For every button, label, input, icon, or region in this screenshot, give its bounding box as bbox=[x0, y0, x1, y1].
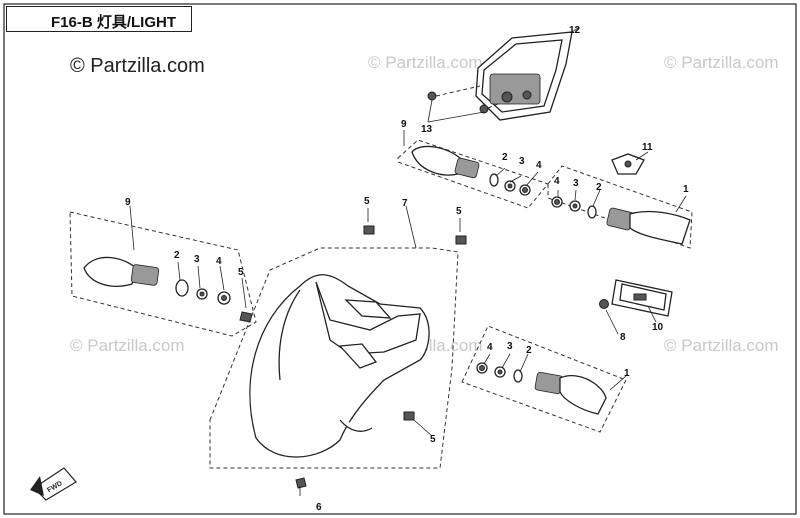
callout-9: 9 bbox=[401, 119, 407, 130]
turn-signal-front-right bbox=[476, 362, 607, 415]
callout-5: 5 bbox=[364, 196, 370, 207]
watermark: © Partzilla.com bbox=[664, 336, 779, 355]
callout-4: 4 bbox=[554, 176, 560, 187]
bolt-5-upper bbox=[363, 225, 375, 235]
turn-signal-rear-left bbox=[411, 145, 531, 196]
callout-4: 4 bbox=[487, 342, 493, 353]
callout-3: 3 bbox=[573, 178, 579, 189]
callout-3: 3 bbox=[519, 156, 525, 167]
screw-8 bbox=[599, 299, 609, 309]
callout-12: 12 bbox=[569, 25, 581, 36]
bolt-13a bbox=[427, 91, 437, 101]
callout-4: 4 bbox=[536, 160, 542, 171]
turn-signal-front-left bbox=[83, 256, 231, 305]
callout-11: 11 bbox=[642, 142, 653, 153]
bolt-5-right bbox=[455, 235, 467, 245]
callout-1: 1 bbox=[683, 184, 689, 195]
turn-signal-rear-right bbox=[551, 196, 691, 245]
bolt-5-lower bbox=[403, 411, 415, 421]
callout-3: 3 bbox=[507, 341, 513, 352]
diagram-title: F16-B 灯具/LIGHT bbox=[51, 14, 177, 31]
watermark-main-text: © Partzilla.com bbox=[70, 55, 205, 77]
callout-4: 4 bbox=[216, 256, 222, 267]
tail-light-assembly bbox=[475, 27, 579, 121]
watermark: © Partzilla.com bbox=[70, 336, 185, 355]
callout-10: 10 bbox=[652, 322, 664, 333]
callout-2: 2 bbox=[526, 345, 532, 356]
watermark-main: © Partzilla.com bbox=[70, 55, 205, 77]
callout-5: 5 bbox=[430, 434, 436, 445]
callout-5: 5 bbox=[238, 267, 244, 278]
callout-3: 3 bbox=[194, 254, 200, 265]
callout-1: 1 bbox=[624, 368, 630, 379]
callout-8: 8 bbox=[620, 332, 626, 343]
bolt-5-left bbox=[239, 311, 253, 323]
front-fairing bbox=[249, 274, 430, 458]
callout-13: 13 bbox=[421, 124, 433, 135]
callout-7: 7 bbox=[402, 198, 408, 209]
callout-2: 2 bbox=[174, 250, 180, 261]
clip-6 bbox=[295, 477, 307, 489]
license-plate-light bbox=[611, 279, 673, 317]
callout-2: 2 bbox=[596, 182, 602, 193]
callout-6: 6 bbox=[316, 502, 322, 513]
callout-5: 5 bbox=[456, 206, 462, 217]
diagram-frame bbox=[3, 3, 797, 515]
forward-arrow-icon bbox=[30, 467, 77, 501]
callout-2: 2 bbox=[502, 152, 508, 163]
watermark: © Partzilla.com bbox=[368, 53, 483, 72]
bolt-13b bbox=[479, 104, 489, 114]
lamp-socket bbox=[611, 153, 645, 175]
watermark: © Partzilla.com bbox=[664, 53, 779, 72]
diagram-title-box: F16-B 灯具/LIGHT bbox=[6, 6, 192, 32]
callout-9: 9 bbox=[125, 197, 131, 208]
